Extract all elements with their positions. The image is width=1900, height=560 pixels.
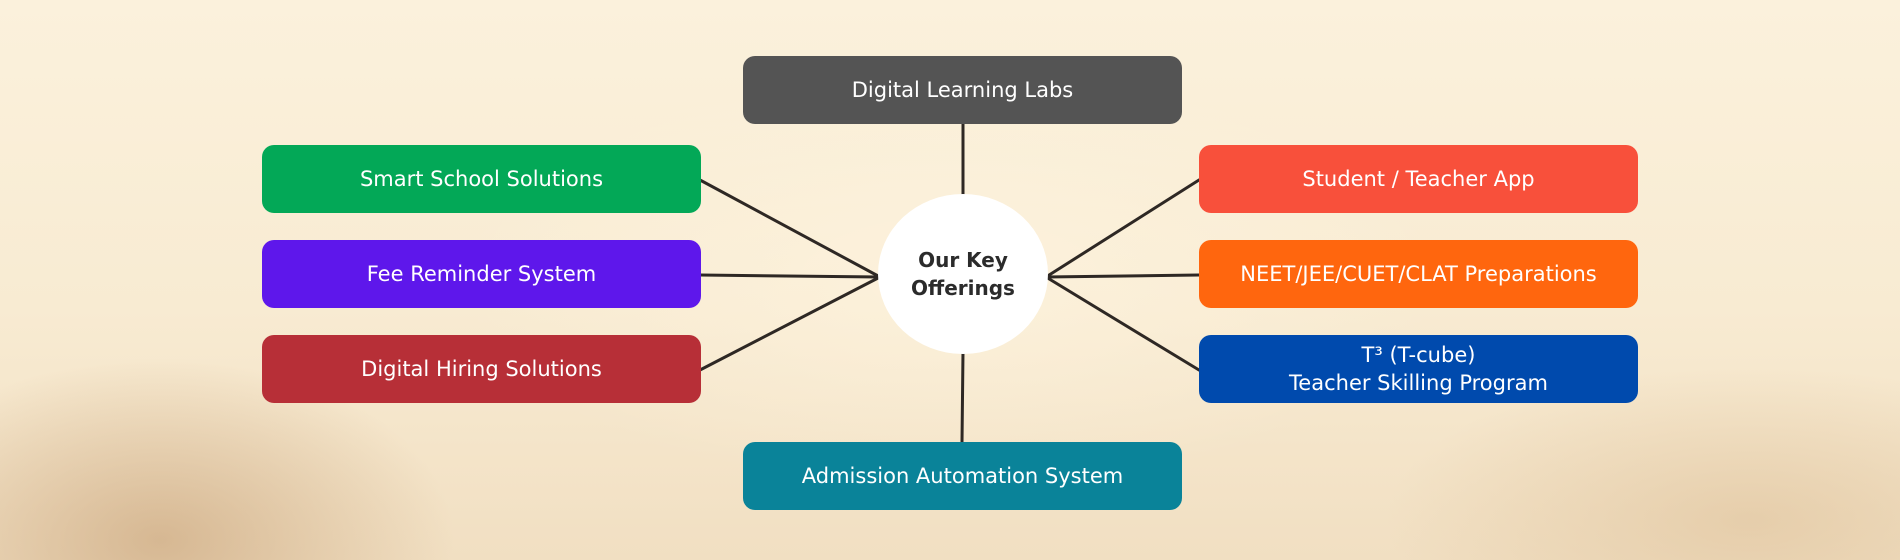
node-digital-learning-labs: Digital Learning Labs (743, 56, 1182, 124)
connector-line (698, 178, 882, 279)
connector-line (960, 350, 965, 444)
node-admission-automation-system: Admission Automation System (743, 442, 1182, 510)
hub-circle: Our Key Offerings (878, 194, 1048, 354)
node-label: Digital Hiring Solutions (361, 357, 602, 381)
node-label: Fee Reminder System (366, 262, 597, 286)
node-label: Smart School Solutions (359, 167, 604, 191)
hub-label-line1: Our Key (918, 248, 1008, 272)
connector-line (698, 273, 882, 279)
node-exam-preparations: NEET/JEE/CUET/CLAT Preparations (1199, 240, 1638, 308)
node-label: NEET/JEE/CUET/CLAT Preparations (1240, 262, 1597, 286)
node-student-teacher-app: Student / Teacher App (1199, 145, 1638, 213)
hub-label: Our Key Offerings (911, 246, 1015, 302)
node-label: Digital Learning Labs (851, 78, 1074, 102)
connector-line (1044, 275, 1201, 372)
node-label: Admission Automation System (801, 464, 1124, 488)
connector-line (1044, 178, 1201, 279)
node-digital-hiring-solutions: Digital Hiring Solutions (262, 335, 701, 403)
hub-label-line2: Offerings (911, 276, 1015, 300)
node-smart-school-solutions: Smart School Solutions (262, 145, 701, 213)
connector-line (1044, 273, 1201, 279)
node-label: Student / Teacher App (1302, 167, 1535, 191)
node-label-line2: Teacher Skilling Program (1289, 371, 1548, 395)
node-label-line1: T³ (T-cube) (1361, 343, 1476, 367)
connector-line (698, 275, 882, 372)
node-fee-reminder-system: Fee Reminder System (262, 240, 701, 308)
node-teacher-skilling-program: T³ (T-cube) Teacher Skilling Program (1199, 335, 1638, 403)
